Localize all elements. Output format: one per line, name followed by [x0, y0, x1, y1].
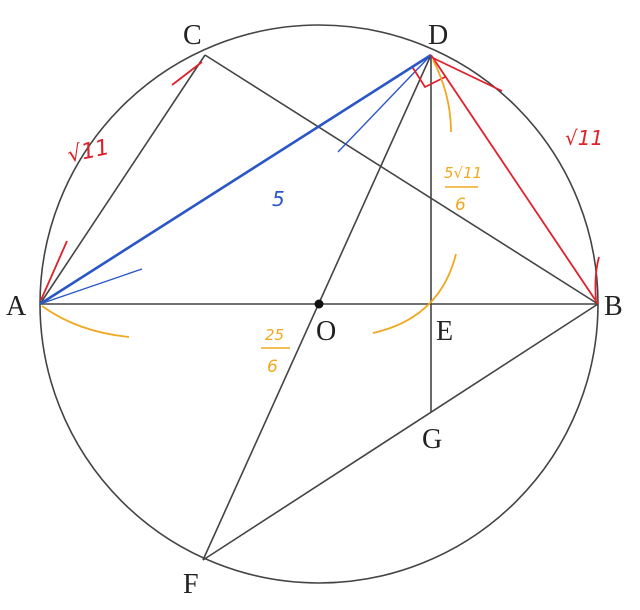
- annotation-ad-length: 5: [272, 187, 285, 211]
- label-f: F: [183, 569, 199, 600]
- orange-arc-d: [432, 59, 452, 133]
- center-point-o: [314, 299, 324, 309]
- label-a: A: [6, 291, 27, 322]
- label-c: C: [183, 20, 202, 51]
- segment-cb: [204, 54, 599, 305]
- red-arc-mark-a: [40, 240, 68, 301]
- segment-ac: [39, 54, 206, 305]
- red-arc-mark-b: [594, 256, 600, 301]
- label-o: O: [316, 316, 336, 347]
- blue-mark-a: [39, 268, 143, 305]
- orange-arc-a: [41, 305, 130, 338]
- annotation-de-numerator: 5√11: [444, 164, 482, 182]
- segment-fb: [202, 303, 599, 561]
- annotation-od-numerator: 25: [265, 326, 284, 344]
- annotation-od-denominator: 6: [267, 357, 278, 377]
- blue-mark-d: [337, 54, 432, 153]
- annotation-de-denominator: 6: [455, 195, 466, 215]
- label-d: D: [428, 20, 448, 51]
- right-angle-mark-d: [412, 67, 446, 89]
- red-arc-mark-c: [171, 61, 203, 86]
- red-arc-mark-d: [432, 57, 503, 92]
- label-b: B: [604, 291, 623, 322]
- annotation-db-length: √11: [565, 126, 603, 150]
- orange-arc-e: [372, 253, 457, 334]
- label-g: G: [422, 424, 442, 455]
- annotation-ac-length: √11: [65, 135, 111, 168]
- segment-ad: [39, 53, 432, 306]
- segment-db: [430, 54, 599, 305]
- label-e: E: [436, 316, 453, 347]
